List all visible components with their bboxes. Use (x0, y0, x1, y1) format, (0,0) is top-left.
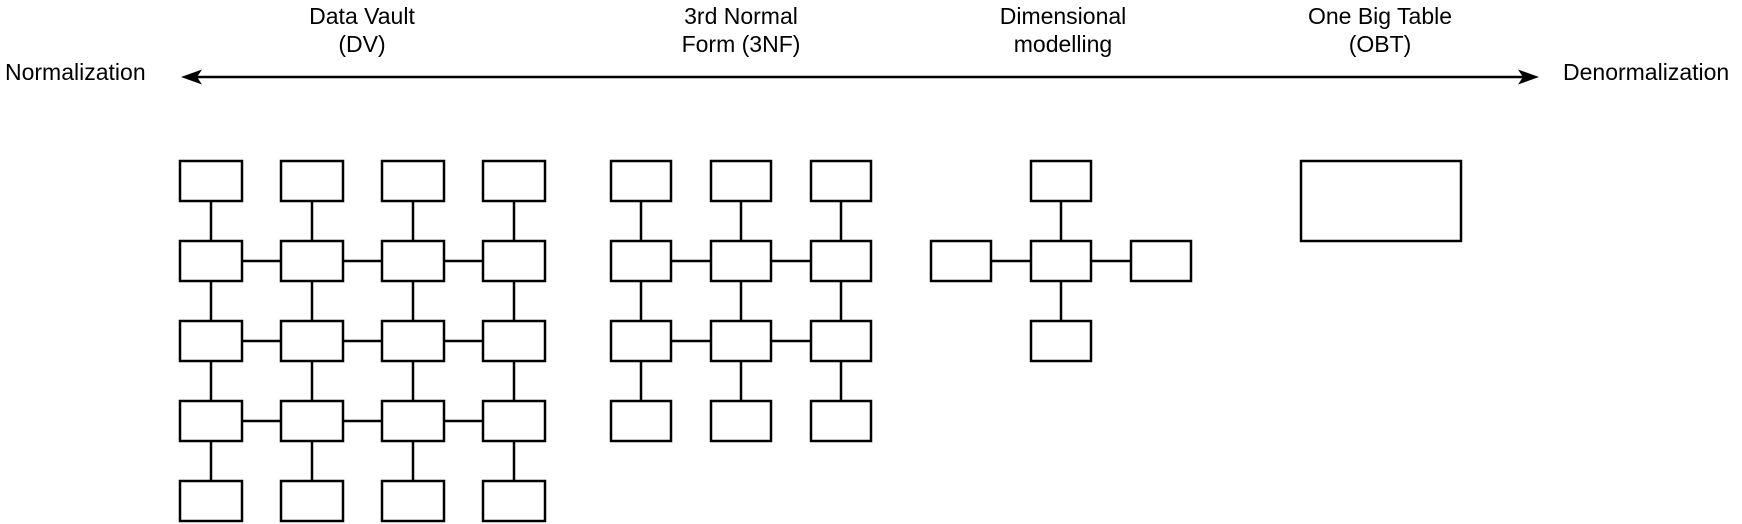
data-vault-schema-table-box (380, 159, 446, 203)
data-vault-schema-table-box (380, 399, 446, 443)
data-vault-title: Data Vault (DV) (309, 2, 415, 58)
one-big-table-title-line2: (OBT) (1348, 31, 1412, 57)
third-normal-form-schema-table-box (809, 159, 873, 203)
one-big-table-title: One Big Table (OBT) (1308, 2, 1452, 58)
data-vault-schema-table-box (279, 479, 345, 523)
data-vault-schema-table-box (481, 319, 547, 363)
data-vault-schema-table-box (481, 239, 547, 283)
data-vault-schema-table-box (178, 319, 244, 363)
data-vault-title-line2: (DV) (338, 31, 386, 57)
data-vault-schema-table-box (279, 239, 345, 283)
third-normal-form-schema-table-box (809, 239, 873, 283)
third-normal-form-schema-table-box (709, 399, 773, 443)
data-vault-schema-table-box (279, 319, 345, 363)
star-schema-dimension-box (1029, 159, 1093, 203)
data-vault-schema-table-box (481, 479, 547, 523)
third-normal-form-title-line2: Form (3NF) (681, 31, 801, 57)
data-vault-schema-table-box (279, 159, 345, 203)
denormalization-label: Denormalization (1563, 59, 1730, 85)
third-normal-form-schema-table-box (809, 319, 873, 363)
one-big-table-schema-table-box (1299, 159, 1463, 243)
dimensional-modelling-title: Dimensional modelling (1000, 2, 1127, 58)
data-vault-schema-table-box (178, 159, 244, 203)
data-vault-schema-table-box (279, 399, 345, 443)
third-normal-form-title-line1: 3rd Normal (684, 3, 798, 29)
data-vault-schema-table-box (380, 239, 446, 283)
data-vault-schema-table-box (481, 159, 547, 203)
one-big-table-title-line1: One Big Table (1307, 3, 1453, 29)
data-vault-schema-table-box (178, 399, 244, 443)
star-schema-dimension-box (1029, 319, 1093, 363)
spectrum-arrowhead-right (1518, 69, 1539, 85)
data-vault-schema-table-box (481, 399, 547, 443)
third-normal-form-schema-table-box (709, 239, 773, 283)
third-normal-form-schema-table-box (609, 399, 673, 443)
star-schema-dimension-box (1129, 239, 1193, 283)
data-vault-title-line1: Data Vault (309, 3, 415, 29)
third-normal-form-schema-table-box (609, 239, 673, 283)
star-schema-fact-box (1029, 239, 1093, 283)
data-vault-schema-table-box (380, 319, 446, 363)
data-vault-schema-table-box (380, 479, 446, 523)
third-normal-form-schema-table-box (609, 319, 673, 363)
normalization-label: Normalization (5, 59, 146, 85)
third-normal-form-schema-table-box (609, 159, 673, 203)
third-normal-form-schema-table-box (709, 159, 773, 203)
third-normal-form-title: 3rd Normal Form (3NF) (682, 2, 801, 58)
spectrum-arrowhead-left (181, 69, 202, 85)
third-normal-form-schema-table-box (709, 319, 773, 363)
third-normal-form-schema-table-box (809, 399, 873, 443)
dimensional-modelling-title-line1: Dimensional (999, 3, 1127, 29)
data-vault-schema-table-box (178, 239, 244, 283)
data-vault-schema-table-box (178, 479, 244, 523)
dimensional-modelling-title-line2: modelling (1013, 31, 1113, 57)
star-schema-dimension-box (929, 239, 993, 283)
